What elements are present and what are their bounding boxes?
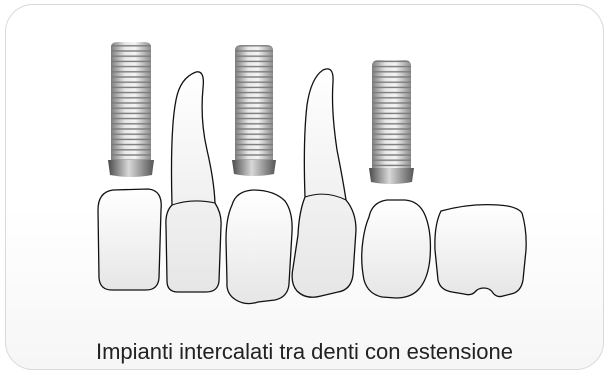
tooth-with-root-icon: [166, 72, 221, 292]
tooth-icon: [435, 205, 526, 297]
tooth-icon: [98, 189, 161, 290]
implant-icon: [232, 45, 276, 176]
tooth-icon: [362, 200, 431, 298]
tooth-with-root-icon: [292, 69, 356, 297]
implant-icon: [369, 60, 414, 184]
diagram-caption: Impianti intercalati tra denti con esten…: [0, 338, 609, 366]
implant-icon: [108, 42, 154, 177]
tooth-icon: [226, 190, 292, 304]
